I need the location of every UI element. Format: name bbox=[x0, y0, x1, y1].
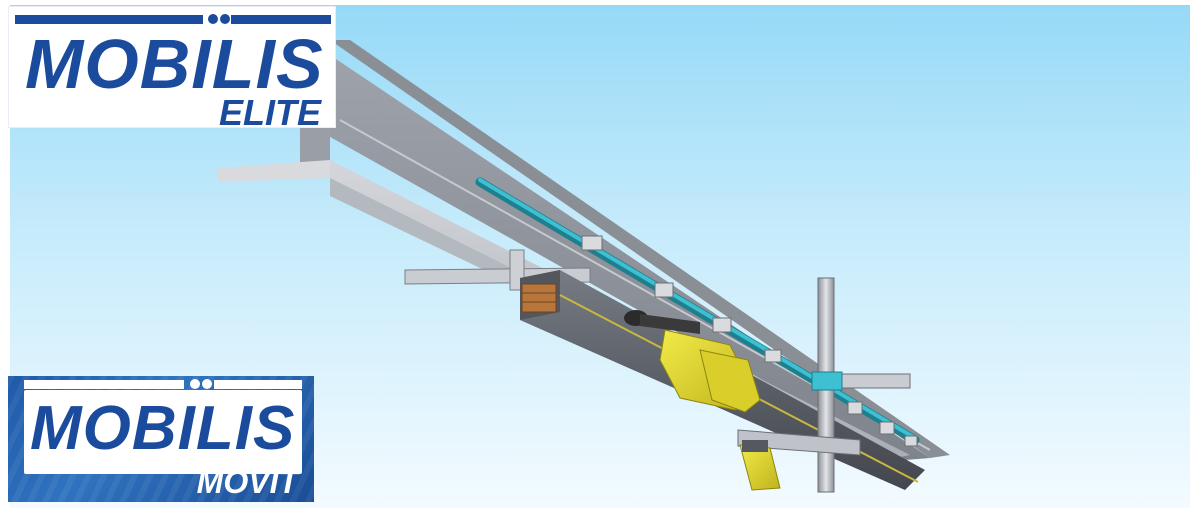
logo-subtitle: MOVIT bbox=[196, 464, 298, 500]
logo-stripe bbox=[231, 15, 331, 24]
logo-subtitle: ELITE bbox=[218, 92, 321, 133]
cable-hose bbox=[475, 177, 920, 445]
logo-dot bbox=[208, 14, 218, 24]
logo-wordmark: MOBILIS bbox=[25, 25, 324, 103]
logo-panel bbox=[24, 390, 302, 474]
logo-stripe bbox=[24, 380, 184, 389]
mobilis-elite-logo: MOBILIS ELITE bbox=[8, 6, 336, 133]
logo-dot bbox=[190, 379, 200, 389]
lower-carrier bbox=[737, 429, 861, 491]
logo-wordmark: MOBILIS bbox=[30, 394, 296, 463]
logo-stripe bbox=[214, 380, 302, 389]
logo-stripe bbox=[15, 15, 203, 24]
pipe-clamps bbox=[581, 235, 918, 447]
collector-trolley bbox=[624, 310, 761, 413]
mobilis-movit-logo: MOBILIS MOVIT bbox=[8, 376, 314, 502]
logo-dot bbox=[202, 379, 212, 389]
logo-dot bbox=[220, 14, 230, 24]
